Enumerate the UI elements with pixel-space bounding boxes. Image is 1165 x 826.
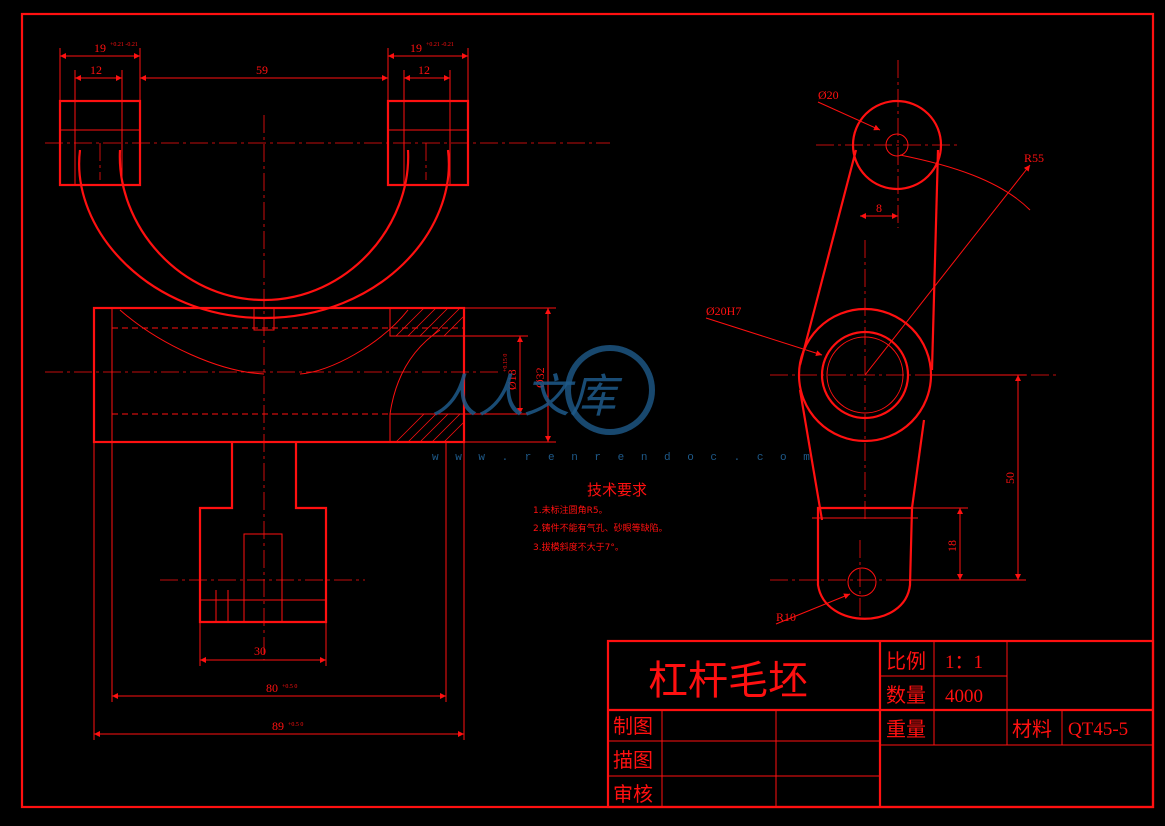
dim-radius-large: R55 — [1024, 151, 1044, 165]
scale-value: 1：1 — [945, 652, 983, 673]
center-bore — [820, 330, 910, 420]
watermark: 人人文库 w w w . r e n r e n d o c . c o m — [432, 345, 815, 464]
dim-overall-outer: 89 — [272, 719, 284, 733]
fork-inner-arc — [118, 149, 410, 302]
tech-requirements-title: 技术要求 — [587, 481, 647, 499]
front-dimension-lines — [59, 48, 556, 740]
dim-stem-width: 30 — [254, 644, 266, 658]
bottom-hole — [847, 567, 877, 597]
dim-top-span: 59 — [256, 63, 268, 77]
fork-outer-arc — [78, 149, 450, 320]
dim-top-right-inner: 12 — [418, 63, 430, 77]
dim-bore-tol: +0.15 0 — [503, 354, 509, 372]
dim-top-left-width: 19 — [94, 41, 106, 55]
dim-overall-outer-tol: +0.5 0 — [288, 722, 303, 728]
dim-bore-dia: Ø18 — [505, 369, 519, 390]
tech-requirement-item: 2.铸件不能有气孔、砂眼等缺陷。 — [533, 522, 668, 534]
dim-top-left-inner: 12 — [90, 63, 102, 77]
tech-requirements: 技术要求 1.未标注圆角R5。 2.铸件不能有气孔、砂眼等缺陷。 3.拔模斜度不… — [533, 481, 668, 553]
top-hole — [885, 133, 909, 157]
boss-section-hatch — [389, 307, 465, 443]
side-view: Ø20 R55 8 Ø20H7 50 18 R10 — [705, 60, 1060, 625]
qty-value: 4000 — [945, 686, 983, 707]
scale-label: 比例 — [886, 649, 926, 673]
part-name: 杠杆毛坯 — [648, 658, 808, 704]
drawn-label: 制图 — [613, 714, 653, 738]
tech-requirement-item: 1.未标注圆角R5。 — [533, 504, 608, 516]
watermark-text: 人人文库 — [432, 369, 623, 423]
dim-top-left-tol: +0.21 -0.21 — [110, 42, 138, 48]
dim-bottom-radius: R10 — [776, 610, 796, 624]
dim-top-hole: Ø20 — [818, 88, 839, 102]
weight-label: 重量 — [886, 717, 926, 741]
front-view: 19 +0.21 -0.21 12 59 19 +0.21 -0.21 12 Ø… — [45, 41, 610, 740]
material-label: 材料 — [1012, 717, 1052, 741]
boss-body — [92, 306, 466, 444]
dim-overall-inner: 80 — [266, 681, 278, 695]
dim-lower-height: 18 — [945, 540, 959, 552]
checked-label: 审核 — [613, 782, 653, 806]
material-value: QT45-5 — [1068, 719, 1128, 740]
watermark-logo-icon — [565, 345, 655, 435]
top-boss — [851, 99, 943, 191]
dim-top-right-tol: +0.21 -0.21 — [426, 42, 454, 48]
tech-requirement-item: 3.拔模斜度不大于7°。 — [533, 541, 624, 553]
dim-overall-inner-tol: +0.5 0 — [282, 684, 297, 690]
title-block: 杠杆毛坯 比例 1：1 数量 4000 重量 材料 QT45-5 制图 描图 审… — [606, 639, 1155, 809]
dim-center-distance: 50 — [1003, 472, 1017, 484]
dim-center-bore: Ø20H7 — [706, 304, 741, 318]
stem — [198, 442, 328, 624]
right-prong — [386, 99, 470, 187]
watermark-url: w w w . r e n r e n d o c . c o m — [432, 452, 815, 464]
center-boss — [797, 307, 933, 443]
traced-label: 描图 — [613, 748, 653, 772]
bottom-pad — [816, 506, 914, 620]
dim-top-right-width: 19 — [410, 41, 422, 55]
drawing-border — [20, 12, 1155, 809]
qty-label: 数量 — [886, 683, 926, 707]
dim-boss-dia: Ø32 — [533, 367, 547, 388]
dim-offset: 8 — [876, 201, 882, 215]
left-prong — [58, 99, 142, 187]
